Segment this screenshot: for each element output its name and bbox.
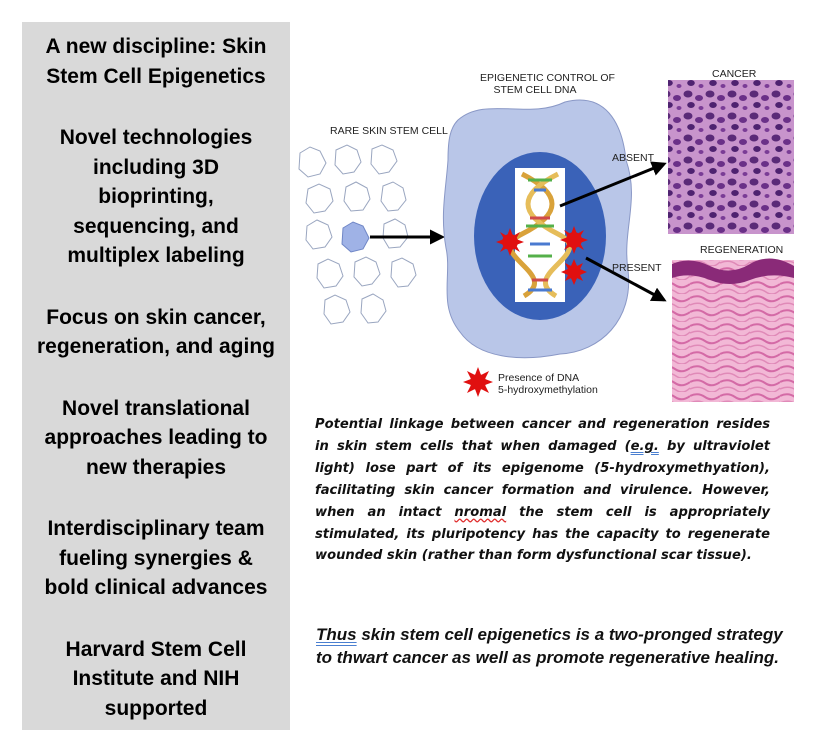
conclusion-statement: Thus skin stem cell epigenetics is a two… [316, 624, 786, 669]
key-point: Focus on skin cancer, regeneration, and a… [22, 303, 290, 362]
diagram-svg [298, 80, 794, 402]
stem-cell-highlight [341, 221, 370, 253]
key-point-line: fueling synergies & [59, 546, 253, 570]
key-point-line: A new discipline: Skin [45, 35, 267, 58]
caption-eg: e.g. [630, 438, 659, 454]
figure-caption: Potential linkage between cancer and reg… [315, 414, 770, 567]
absent-label: ABSENT [612, 152, 655, 164]
cancer-label: CANCER [712, 68, 757, 80]
legend-line1: Presence of DNA [498, 372, 580, 384]
key-point: Interdisciplinary team fueling synergies … [22, 514, 290, 603]
key-point-line: Novel technologies [59, 126, 253, 149]
legend-line2: 5-hydroxymethylation [498, 384, 598, 396]
key-point: Novel translational approaches leading to… [22, 394, 290, 483]
key-point-line: including 3D [93, 155, 219, 179]
skin-cell-cluster [298, 144, 417, 325]
marker-icon [496, 228, 524, 256]
marker-icon [560, 226, 588, 254]
conclusion-lead: Thus [316, 625, 357, 644]
legend-marker-icon [463, 367, 493, 397]
legend-text: Presence of DNA 5-hydroxymethylation [498, 372, 598, 396]
key-point-line: bioprinting, [98, 185, 214, 208]
control-title-line1: EPIGENETIC CONTROL OF [480, 72, 615, 84]
rare-cell-label: RARE SKIN STEM CELL [330, 125, 448, 137]
key-point-line: Novel translational [62, 396, 250, 420]
key-point-line: approaches leading to [44, 426, 268, 449]
epidermis-layer [672, 258, 794, 284]
conclusion-rest: skin stem cell epigenetics is a two-pron… [316, 625, 783, 667]
epigenetics-diagram: RARE SKIN STEM CELL EPIGENETIC CONTROL O… [298, 68, 794, 402]
key-point-line: new therapies [85, 455, 227, 479]
key-point-line: Interdisciplinary team [47, 517, 265, 540]
key-point-line: Stem Cell Epigenetics [46, 64, 266, 88]
marker-icon [561, 259, 587, 285]
key-point-line: Harvard Stem Cell [65, 637, 247, 661]
dna-helix-icon [508, 171, 572, 299]
key-point-line: supported [104, 696, 208, 720]
present-label: PRESENT [612, 262, 662, 274]
arrow-present [585, 256, 667, 302]
hydroxymethylation-markers [496, 226, 588, 285]
key-point-line: regeneration, and aging [36, 335, 276, 358]
caption-part3: the stem cell is appropriately stimulate… [315, 504, 770, 564]
control-title-line2: STEM CELL DNA [493, 84, 577, 96]
control-title: EPIGENETIC CONTROL OF STEM CELL DNA [480, 72, 615, 96]
caption-typo: nromal [454, 504, 507, 520]
key-point-line: bold clinical advances [44, 576, 268, 599]
key-point-line: Institute and NIH [72, 667, 240, 690]
caption-part1: Potential linkage between cancer and reg… [315, 417, 770, 454]
key-point-line: multiplex labeling [67, 244, 245, 267]
cancer-tissue-image [668, 80, 794, 234]
key-point-line: sequencing, and [73, 214, 239, 238]
caption-part2: by ultraviolet light) lose part of its e… [315, 438, 770, 520]
key-point-line: Focus on skin cancer, [46, 305, 266, 329]
arrow-absent [559, 161, 667, 208]
key-point: Novel technologies including 3D bioprintin… [22, 123, 290, 271]
regeneration-label: REGENERATION [700, 244, 784, 256]
